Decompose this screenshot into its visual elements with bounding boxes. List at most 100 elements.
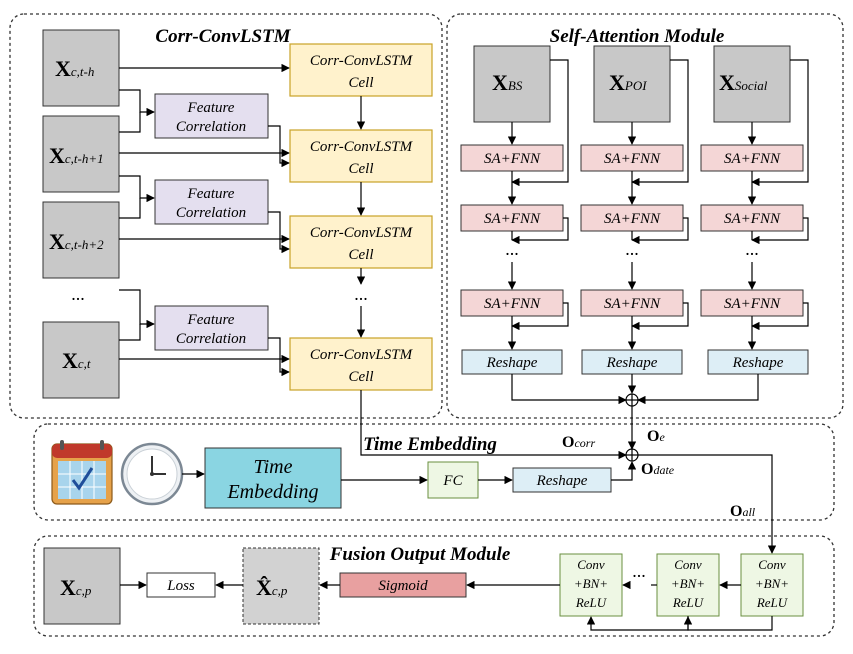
corr-convlstm-cell-4: Corr-ConvLSTM Cell	[289, 337, 433, 391]
svg-text:Xc,t: Xc,t	[62, 348, 91, 373]
svg-text:ReLU: ReLU	[575, 595, 608, 610]
svg-text:SA+FNN: SA+FNN	[484, 296, 541, 312]
sa-merge-connectors	[511, 374, 759, 450]
self-attention-panel	[446, 13, 844, 419]
time-embedding-title: Time Embedding	[363, 434, 497, 455]
time-connectors	[182, 461, 637, 485]
svg-text:ReLU: ReLU	[756, 595, 789, 610]
svg-text:Embedding: Embedding	[226, 481, 318, 503]
fusion-output-panel	[33, 535, 835, 637]
svg-text:XSocial: XSocial	[719, 70, 768, 95]
svg-text:X̂c,p: X̂c,p	[256, 575, 288, 600]
svg-text:Conv: Conv	[758, 557, 786, 572]
svg-text:Reshape: Reshape	[486, 355, 538, 371]
o-corr-label: Ocorr	[562, 434, 595, 451]
time-embedding-block: Time Embedding	[204, 447, 342, 509]
svg-text:Time: Time	[254, 456, 293, 478]
sa-ellipsis-bs: ...	[505, 239, 519, 259]
svg-text:Conv: Conv	[674, 557, 702, 572]
sa-fnn-block-bs-2: SA+FNN	[460, 204, 564, 232]
loss-block: Loss	[146, 572, 216, 598]
corr-convlstm-connectors	[119, 63, 627, 460]
corr-convlstm-panel	[9, 13, 443, 419]
svg-text:Cell: Cell	[349, 247, 374, 263]
svg-text:SA+FNN: SA+FNN	[724, 296, 781, 312]
ground-truth-x-box: Xc,p	[43, 547, 121, 625]
svg-text:Corr-ConvLSTM: Corr-ConvLSTM	[310, 347, 414, 363]
input-x-t: Xc,t	[42, 321, 120, 399]
input-x-t-h2: Xc,t-h+2	[42, 201, 120, 279]
svg-text:+BN+: +BN+	[755, 576, 789, 591]
sa-input-social: XSocial	[713, 45, 791, 123]
time-embedding-panel	[33, 423, 835, 521]
input-x-t-h1: Xc,t-h+1	[42, 115, 120, 193]
feature-correlation-1: Feature Correlation	[154, 93, 269, 139]
feature-correlation-3: Feature Correlation	[154, 305, 269, 351]
svg-text:SA+FNN: SA+FNN	[724, 211, 781, 227]
sum-node-all	[625, 448, 639, 462]
svg-text:Feature: Feature	[187, 186, 235, 202]
sa-fnn-block-social-1: SA+FNN	[700, 144, 804, 172]
o-e-label: Oe	[647, 428, 665, 445]
o-all-label: Oall	[730, 503, 756, 520]
svg-text:FC: FC	[442, 473, 463, 489]
corr-convlstm-title: Corr-ConvLSTM	[155, 26, 291, 47]
svg-text:Corr-ConvLSTM: Corr-ConvLSTM	[310, 139, 414, 155]
self-attention-title: Self-Attention Module	[550, 26, 725, 47]
fusion-output-title: Fusion Output Module	[329, 544, 511, 565]
conv-ellipsis: ...	[632, 561, 646, 581]
svg-text:Reshape: Reshape	[536, 473, 588, 489]
corr-convlstm-cell-3: Corr-ConvLSTM Cell	[289, 215, 433, 269]
svg-text:Corr-ConvLSTM: Corr-ConvLSTM	[310, 53, 414, 69]
sum-node-sa	[625, 393, 639, 407]
conv-block-1: Conv +BN+ ReLU	[559, 553, 623, 617]
svg-text:Xc,t-h: Xc,t-h	[55, 56, 94, 81]
svg-text:SA+FNN: SA+FNN	[604, 151, 661, 167]
prediction-xhat-box: X̂c,p	[242, 547, 320, 625]
sa-reshape-social: Reshape	[707, 349, 809, 375]
corr-convlstm-cell-2: Corr-ConvLSTM Cell	[289, 129, 433, 183]
sa-fnn-block-social-2: SA+FNN	[700, 204, 804, 232]
o-date-label: Odate	[641, 461, 675, 478]
svg-text:SA+FNN: SA+FNN	[484, 211, 541, 227]
sa-reshape-poi: Reshape	[581, 349, 683, 375]
conv-block-3: Conv +BN+ ReLU	[740, 553, 804, 617]
svg-text:Correlation: Correlation	[176, 205, 246, 221]
sa-input-bs: XBS	[473, 45, 551, 123]
sa-fnn-block-social-3: SA+FNN	[700, 289, 804, 317]
svg-text:Xc,t-h+2: Xc,t-h+2	[49, 229, 104, 254]
sa-ellipsis-poi: ...	[625, 239, 639, 259]
svg-text:SA+FNN: SA+FNN	[604, 211, 661, 227]
fc-block: FC	[427, 461, 479, 499]
o-all-connector	[638, 454, 777, 554]
svg-text:Reshape: Reshape	[606, 355, 658, 371]
svg-text:Cell: Cell	[349, 75, 374, 91]
svg-text:Feature: Feature	[187, 100, 235, 116]
svg-text:XPOI: XPOI	[609, 70, 647, 95]
svg-text:Corr-ConvLSTM: Corr-ConvLSTM	[310, 225, 414, 241]
sa-fnn-block-bs-1: SA+FNN	[460, 144, 564, 172]
svg-text:Xc,p: Xc,p	[60, 575, 92, 600]
svg-text:Conv: Conv	[577, 557, 605, 572]
cell-ellipsis: ...	[354, 284, 368, 304]
svg-text:SA+FNN: SA+FNN	[724, 151, 781, 167]
svg-text:Correlation: Correlation	[176, 119, 246, 135]
sa-reshape-bs: Reshape	[461, 349, 563, 375]
svg-text:SA+FNN: SA+FNN	[604, 296, 661, 312]
conv-block-2: Conv +BN+ ReLU	[656, 553, 720, 617]
svg-text:SA+FNN: SA+FNN	[484, 151, 541, 167]
sa-connectors	[507, 59, 809, 350]
svg-text:ReLU: ReLU	[672, 595, 705, 610]
sa-blocks: SA+FNN SA+FNN SA+FNN SA+FNN SA+FNN SA+FNN SA+F…	[460, 144, 804, 317]
sigmoid-block: Sigmoid	[339, 572, 467, 598]
clock-icon	[120, 442, 184, 506]
corr-convlstm-cell-1: Corr-ConvLSTM Cell	[289, 43, 433, 97]
svg-text:Cell: Cell	[349, 161, 374, 177]
svg-text:Loss: Loss	[166, 578, 195, 594]
svg-text:Xc,t-h+1: Xc,t-h+1	[49, 143, 104, 168]
sa-ellipsis-social: ...	[745, 239, 759, 259]
svg-text:Cell: Cell	[349, 369, 374, 385]
input-ellipsis: ...	[71, 284, 85, 304]
